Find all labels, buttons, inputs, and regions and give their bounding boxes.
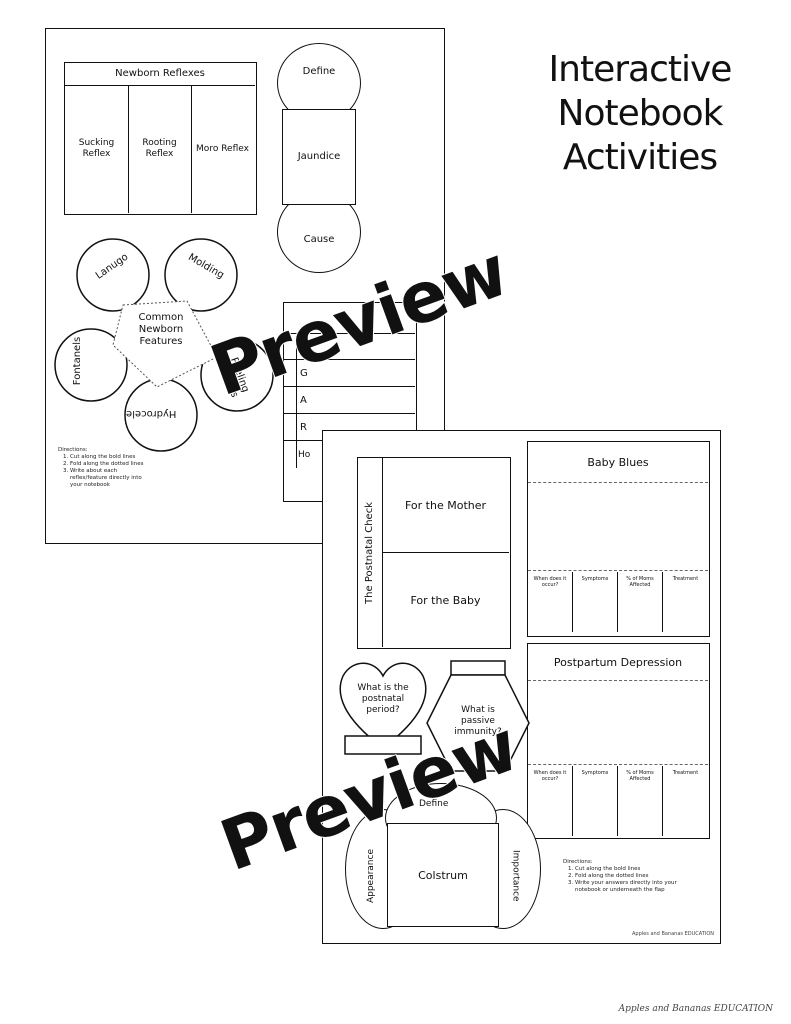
reflexes-foldable: Newborn Reflexes Sucking Reflex Rooting … — [64, 62, 257, 215]
apgar-row: A — [284, 388, 415, 414]
jaundice-cause: Cause — [303, 234, 335, 245]
postpartum-column: Symptoms — [573, 766, 618, 836]
petal-label: Hydrocele — [126, 408, 177, 419]
directions-title: Directions: — [563, 859, 593, 865]
colostrum-center: Colstrum — [387, 823, 499, 927]
heart-question: What is the postnatal period? — [357, 682, 409, 715]
activities-title: Interactive Notebook Activities — [530, 48, 750, 180]
baby-blues-column: Symptoms — [573, 572, 618, 632]
directions-page1: Directions: Cut along the bold lines Fol… — [58, 447, 148, 489]
reflex-column: Sucking Reflex — [65, 85, 129, 213]
petal-label: Fontanels — [72, 336, 84, 386]
colostrum-define: Define — [419, 799, 449, 809]
colostrum-importance: Importance — [510, 850, 521, 902]
apgar-row: G — [284, 361, 415, 387]
direction-step: Fold along the dotted lines — [575, 873, 683, 880]
baby-blues-column: Treatment — [672, 576, 699, 582]
apgar-row: Ho — [298, 450, 311, 460]
jaundice-center: Jaundice — [282, 109, 356, 205]
direction-step: Fold along the dotted lines — [70, 461, 148, 468]
postnatal-side-label: The Postnatal Check — [364, 501, 375, 604]
reflex-column: Moro Reflex — [196, 143, 249, 154]
directions-page2: Directions: Cut along the bold lines Fol… — [563, 859, 683, 894]
baby-blues-column: % of Moms Affected — [618, 572, 663, 632]
title-line-3: Activities — [562, 137, 718, 178]
worksheet-page-postnatal: The Postnatal Check For the Mother For t… — [322, 430, 721, 944]
for-the-baby: For the Baby — [410, 593, 481, 607]
direction-step: Cut along the bold lines — [575, 866, 683, 873]
title-line-2: Notebook — [557, 93, 724, 134]
postnatal-check-foldable: The Postnatal Check For the Mother For t… — [357, 457, 511, 649]
direction-step: Cut along the bold lines — [70, 454, 148, 461]
hexagon-question: What is passive immunity? — [454, 704, 502, 737]
jaundice-define: Define — [302, 66, 336, 77]
postpartum-title: Postpartum Depression — [528, 644, 708, 681]
baby-blues-title: Baby Blues — [528, 442, 708, 483]
reflexes-title: Newborn Reflexes — [65, 63, 255, 86]
postpartum-column: When does it occur? — [528, 766, 573, 836]
colostrum-appearance: Appearance — [365, 848, 376, 904]
flower-outline — [54, 238, 274, 452]
title-line-1: Interactive — [548, 49, 733, 90]
page-footer-logo: Apples and Bananas EDUCATION — [632, 931, 714, 937]
heart-shape — [339, 662, 427, 755]
flower-center-label: Common Newborn Features — [138, 312, 184, 347]
apgar-row — [284, 334, 415, 360]
direction-step: Write your answers directly into your no… — [575, 880, 683, 894]
for-the-mother: For the Mother — [382, 458, 509, 553]
reflex-column: Rooting Reflex — [128, 85, 192, 213]
direction-step: Write about each reflex/feature directly… — [70, 468, 148, 489]
baby-blues-column: When does it occur? — [528, 572, 573, 632]
worksheet-page-newborn: Newborn Reflexes Sucking Reflex Rooting … — [45, 28, 445, 544]
postpartum-column: Treatment — [672, 770, 699, 776]
hexagon-shape — [426, 660, 530, 772]
directions-title: Directions: — [58, 447, 88, 453]
baby-blues-foldable: Baby Blues When does it occur? Symptoms … — [527, 441, 710, 637]
postpartum-column: % of Moms Affected — [618, 766, 663, 836]
brand-credit: Apples and Bananas EDUCATION — [618, 1004, 773, 1014]
postpartum-foldable: Postpartum Depression When does it occur… — [527, 643, 710, 839]
